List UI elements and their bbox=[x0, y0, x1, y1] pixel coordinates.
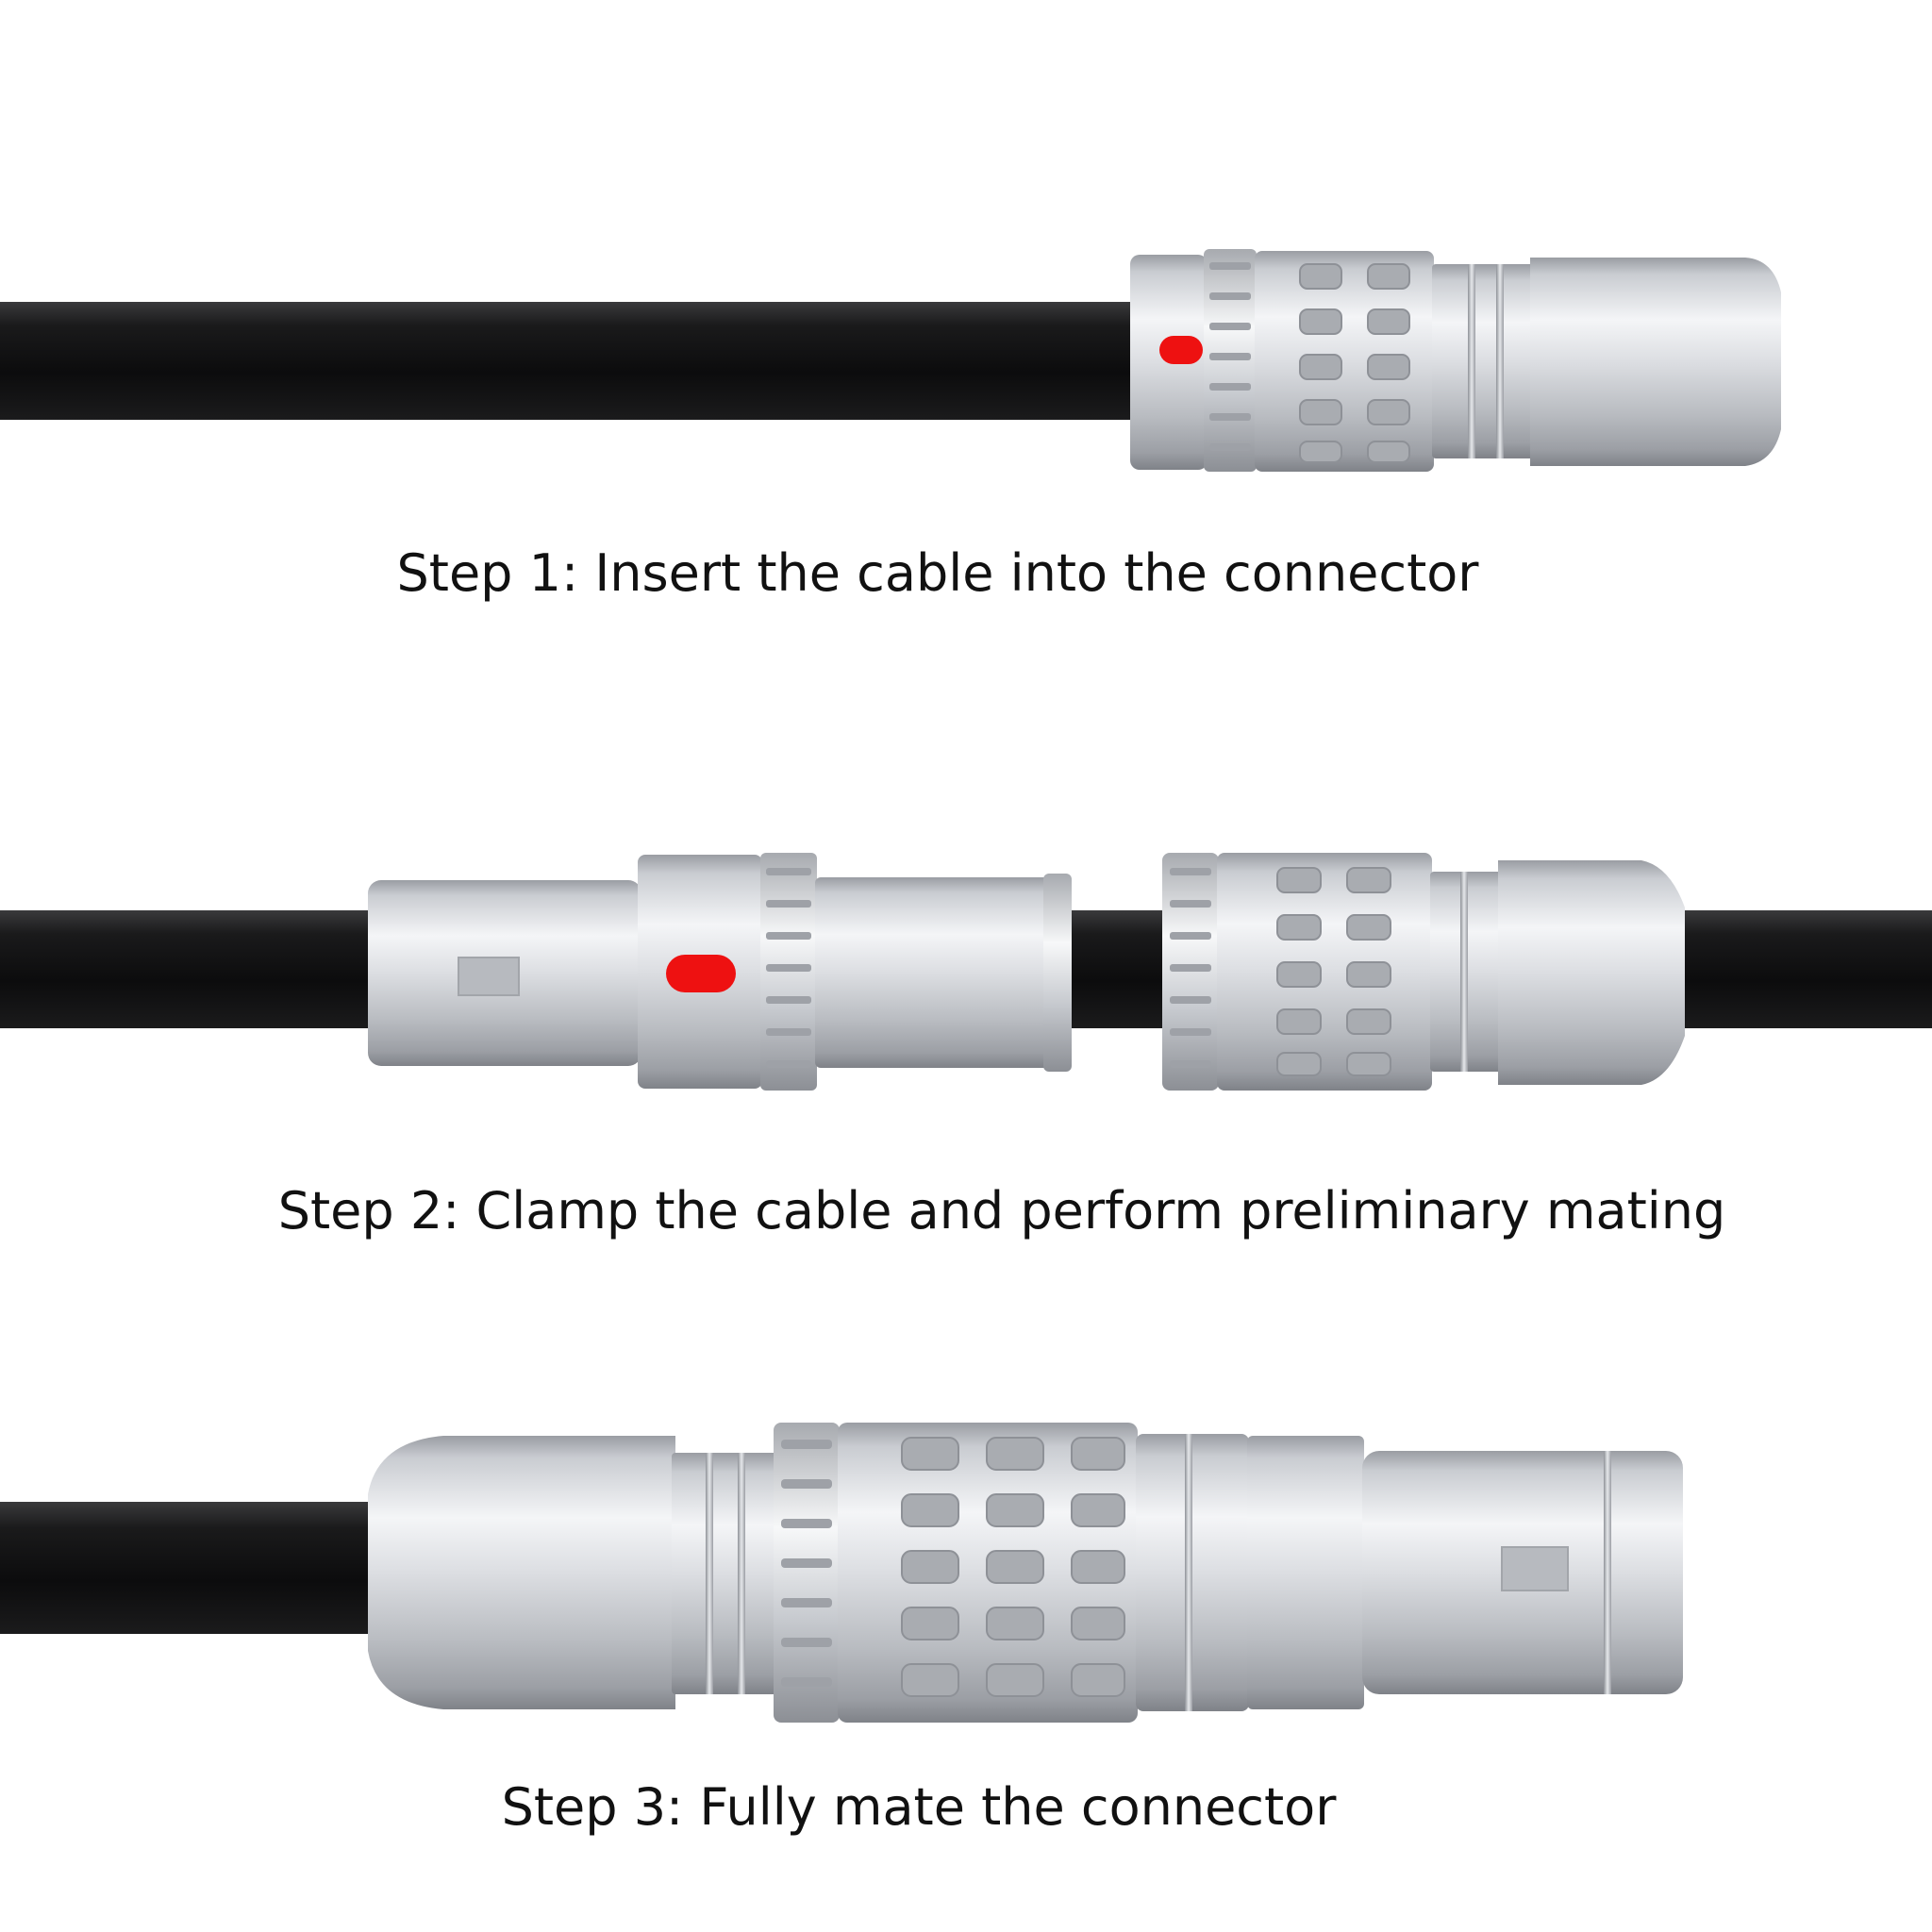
plug-sleeve bbox=[815, 877, 1051, 1068]
knurl-ribs bbox=[766, 868, 811, 1068]
grip-notches bbox=[1276, 867, 1391, 1076]
step-2-caption: Step 2: Clamp the cable and perform prel… bbox=[277, 1181, 1726, 1241]
knurl-ribs bbox=[1209, 262, 1251, 451]
cable bbox=[0, 302, 1141, 420]
step-3-caption: Step 3: Fully mate the connector bbox=[501, 1777, 1337, 1837]
knurled-ring bbox=[774, 1423, 840, 1723]
grip-notches bbox=[901, 1437, 1125, 1697]
neck bbox=[672, 1453, 777, 1694]
red-dot-marker bbox=[666, 955, 736, 992]
grip-sleeve bbox=[1217, 853, 1432, 1091]
step-1-caption: Step 1: Insert the cable into the connec… bbox=[396, 543, 1479, 603]
step2-illustration bbox=[0, 853, 1932, 1091]
connector-nose bbox=[1530, 258, 1781, 466]
plug-sleeve bbox=[1247, 1436, 1364, 1709]
red-dot-marker bbox=[1159, 336, 1203, 364]
step1-illustration bbox=[0, 249, 1781, 472]
grip-notches bbox=[1299, 263, 1410, 463]
cable bbox=[0, 1502, 377, 1634]
square-marker bbox=[458, 957, 520, 996]
connector-nose bbox=[368, 1436, 675, 1709]
receptacle-nose bbox=[1498, 860, 1685, 1085]
square-marker bbox=[1501, 1546, 1569, 1591]
neck bbox=[1432, 264, 1534, 458]
cable-left bbox=[0, 910, 377, 1028]
knurl-ribs bbox=[781, 1440, 832, 1687]
knurl-ribs bbox=[1170, 868, 1211, 1068]
step3-illustration bbox=[0, 1423, 1683, 1723]
cable-right bbox=[1670, 910, 1932, 1028]
